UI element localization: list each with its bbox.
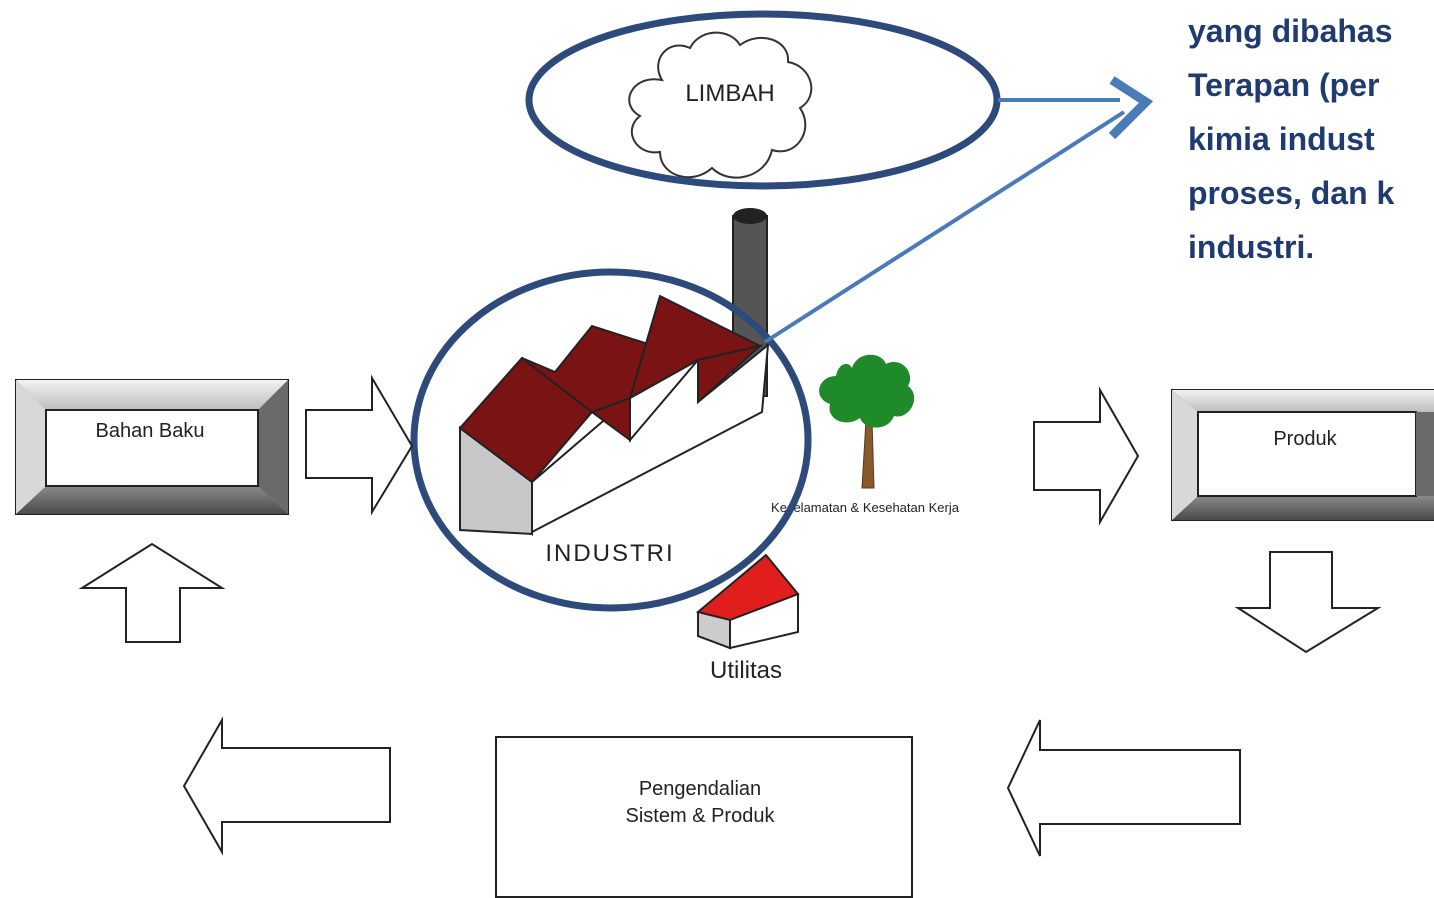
pengendalian-label-line1: Pengendalian [639,778,761,800]
produk-label: Produk [1273,428,1337,450]
limbah-highlight-ring [525,10,1001,190]
arrow-produk-down [1234,551,1382,654]
callout-arrows [763,76,1154,344]
utilitas-label: Utilitas [710,657,782,684]
limbah-node: LIMBAH [628,31,813,179]
flow-arrows [78,374,1382,857]
pengendalian-label-line2: Sistem & Produk [626,805,776,827]
industri-highlight-ring [410,268,812,612]
tree-icon [819,354,915,489]
arrow-pengendalian-to-left [182,716,391,856]
house-icon [695,553,800,650]
limbah-label: LIMBAH [685,80,774,107]
pengendalian-box: Pengendalian Sistem & Produk [495,736,913,898]
factory-icon [458,294,770,536]
bahan-baku-box: Bahan Baku [15,379,289,515]
arrow-right-to-pengendalian [1006,719,1241,857]
cloud-icon [628,31,813,179]
arrow-bahan-to-industri [305,374,414,516]
produk-box: Produk [1171,389,1434,521]
arrow-industri-to-produk [1033,386,1140,526]
arrow-up-to-bahan [78,542,226,643]
bahan-baku-label: Bahan Baku [96,420,205,442]
industri-label: INDUSTRI [545,540,674,567]
k3-label: Keselamatan & Kesehatan Kerja [771,500,960,515]
